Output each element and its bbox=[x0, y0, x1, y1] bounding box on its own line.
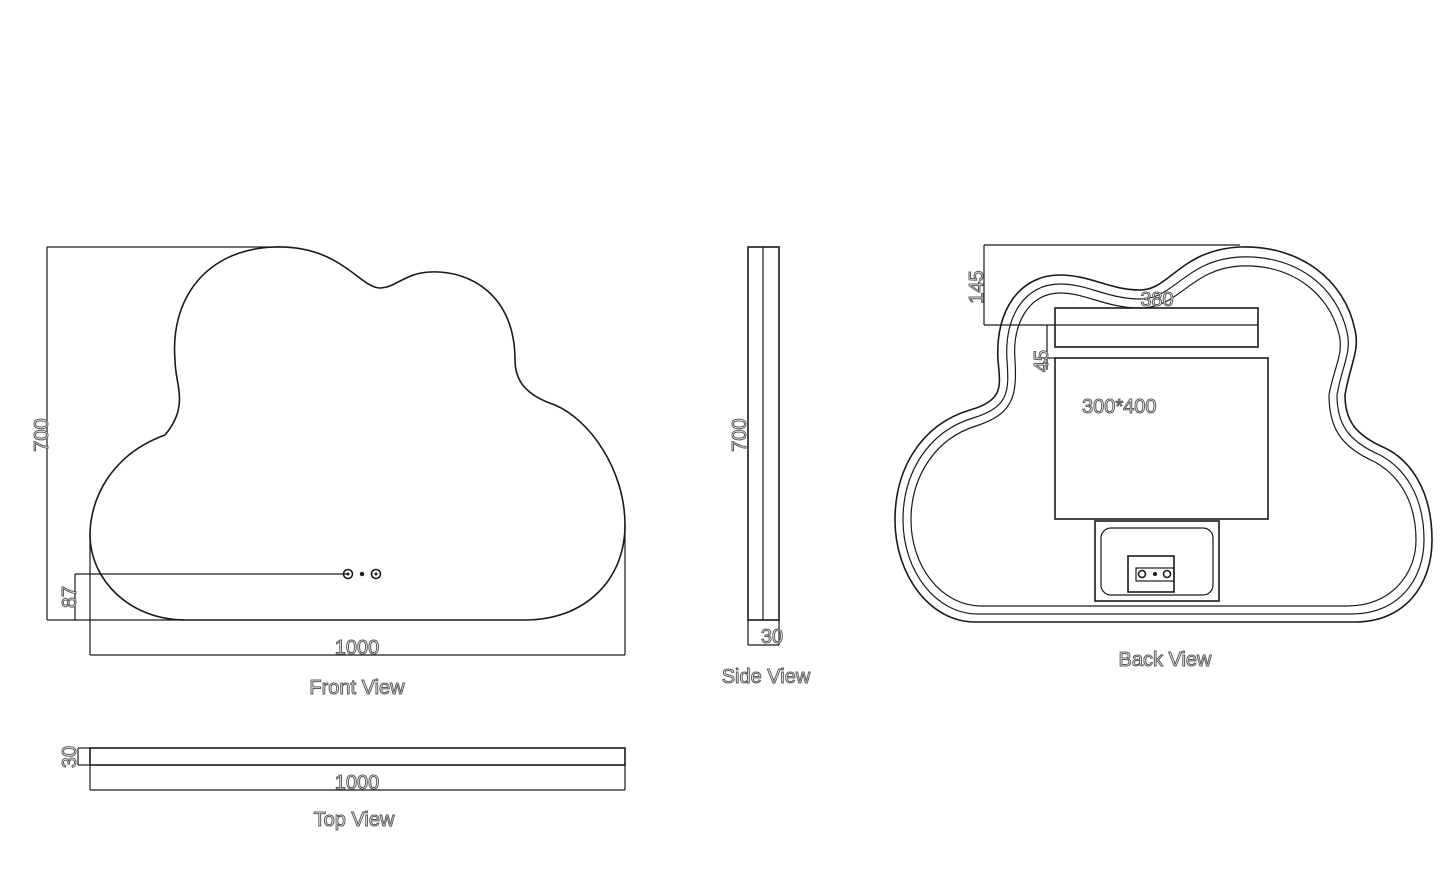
driver-housing-inner bbox=[1100, 527, 1214, 596]
front-view-cloud-outline bbox=[89, 246, 626, 621]
back-dimmer-icon bbox=[1153, 572, 1157, 576]
top-view: 30 1000 Top View bbox=[59, 745, 626, 832]
side-dim-30: 30 bbox=[761, 626, 783, 648]
front-dim-700: 700 bbox=[31, 418, 53, 451]
dimmer-icon bbox=[359, 571, 365, 577]
front-view: 700 87 1000 Front View bbox=[31, 246, 626, 700]
top-dim-1000: 1000 bbox=[335, 772, 380, 794]
side-view-caption: Side View bbox=[722, 666, 811, 688]
hanging-bracket bbox=[1054, 307, 1259, 348]
front-dim-1000: 1000 bbox=[335, 637, 380, 659]
side-dim-700: 700 bbox=[729, 418, 751, 451]
back-dim-145: 145 bbox=[966, 270, 988, 303]
defogger-switch-dot bbox=[374, 572, 378, 576]
back-defogger-icon bbox=[1162, 569, 1172, 579]
back-switch-icon bbox=[1137, 569, 1147, 579]
side-view: 700 30 Side View bbox=[721, 246, 811, 689]
back-dim-45: 45 bbox=[1031, 350, 1053, 372]
electrical-box-size: 300*400 bbox=[1082, 396, 1157, 418]
back-view: 145 380 45 300*400 Back View bbox=[894, 244, 1433, 672]
electrical-box bbox=[1054, 357, 1269, 520]
front-dim-87: 87 bbox=[59, 586, 81, 608]
touch-switch-dot bbox=[346, 572, 350, 576]
switch-module-panel bbox=[1135, 567, 1175, 582]
back-dim-380: 380 bbox=[1140, 289, 1173, 311]
touch-switch-icon bbox=[342, 568, 354, 580]
driver-housing bbox=[1094, 520, 1220, 602]
top-dim-30: 30 bbox=[59, 746, 81, 768]
switch-module bbox=[1127, 555, 1175, 593]
back-view-middle-outline bbox=[902, 256, 1425, 615]
front-view-caption: Front View bbox=[309, 677, 405, 699]
top-view-body bbox=[89, 747, 626, 766]
defogger-switch-icon bbox=[370, 568, 382, 580]
back-view-inner-outline bbox=[910, 265, 1417, 607]
back-view-caption: Back View bbox=[1118, 649, 1212, 671]
back-view-outer-outline bbox=[894, 246, 1433, 623]
top-view-caption: Top View bbox=[314, 809, 395, 831]
